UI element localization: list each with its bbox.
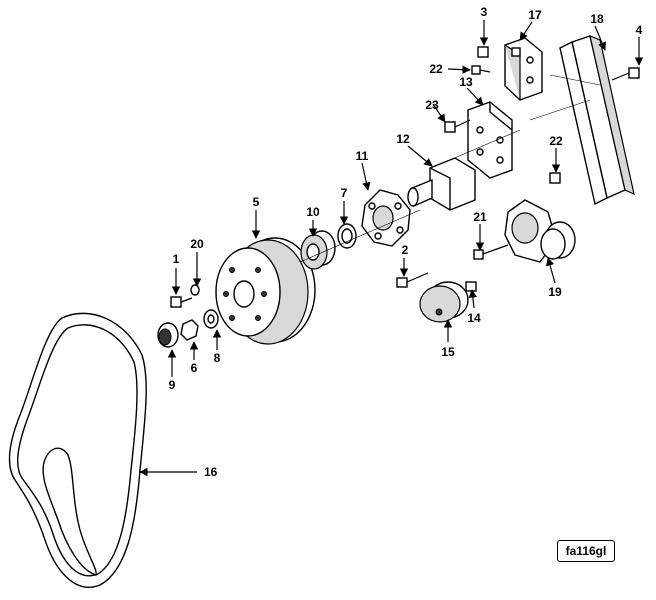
callout-12: 12 (396, 132, 410, 146)
callout-19: 19 (548, 285, 562, 299)
fasteners (157, 46, 640, 348)
callout-8: 8 (214, 351, 221, 365)
callout-4: 4 (636, 23, 643, 37)
plate-part-13 (467, 101, 513, 179)
idler-part-15 (419, 281, 469, 323)
callout-21: 21 (473, 210, 487, 224)
bearing-part-10 (300, 230, 336, 270)
nut-part-6 (180, 319, 199, 341)
belt-part-16 (8, 312, 147, 588)
spindle-part-12 (407, 157, 476, 211)
callout-7: 7 (341, 186, 348, 200)
callout-16: 16 (204, 465, 218, 479)
leader-lines (139, 20, 644, 477)
callout-17: 17 (528, 8, 542, 22)
bolt-part-23 (444, 121, 456, 133)
callout-18: 18 (590, 12, 604, 26)
callout-1: 1 (173, 252, 180, 266)
figure-code-label: fa116gl (557, 540, 615, 562)
screw-part-22-top (471, 65, 481, 75)
bolt-part-21 (473, 249, 484, 260)
tensioner-part-19 (504, 199, 576, 263)
pulley-part-5 (215, 237, 316, 345)
bolt-part-1 (170, 296, 182, 308)
callout-20: 20 (190, 237, 204, 251)
bolt-part-2 (396, 277, 408, 288)
callout-5: 5 (253, 195, 260, 209)
callout-2: 2 (402, 243, 409, 257)
callout-9: 9 (169, 378, 176, 392)
callout-11: 11 (356, 149, 369, 163)
callout-10: 10 (306, 205, 320, 219)
bolt-part-3 (477, 46, 489, 58)
bolt-part-22-bottom (549, 172, 561, 184)
callout-14: 14 (467, 311, 481, 325)
centerlines (299, 74, 601, 263)
hub-part-11 (361, 189, 411, 247)
callout-22-bottom: 22 (549, 134, 563, 148)
callout-labels: 1 2 3 4 5 6 7 8 9 10 11 12 13 14 15 16 1… (169, 5, 643, 479)
rail-part-18 (559, 35, 635, 206)
callout-15: 15 (441, 345, 455, 359)
bolt-part-14 (465, 281, 477, 292)
callout-6: 6 (191, 361, 198, 375)
washer-part-20 (190, 284, 200, 296)
bolt-part-4 (628, 67, 640, 79)
callout-22-top: 22 (429, 62, 443, 76)
callout-13: 13 (459, 75, 473, 89)
callout-23: 23 (425, 98, 439, 112)
callout-3: 3 (481, 5, 488, 19)
bracket-part-17 (504, 37, 543, 101)
